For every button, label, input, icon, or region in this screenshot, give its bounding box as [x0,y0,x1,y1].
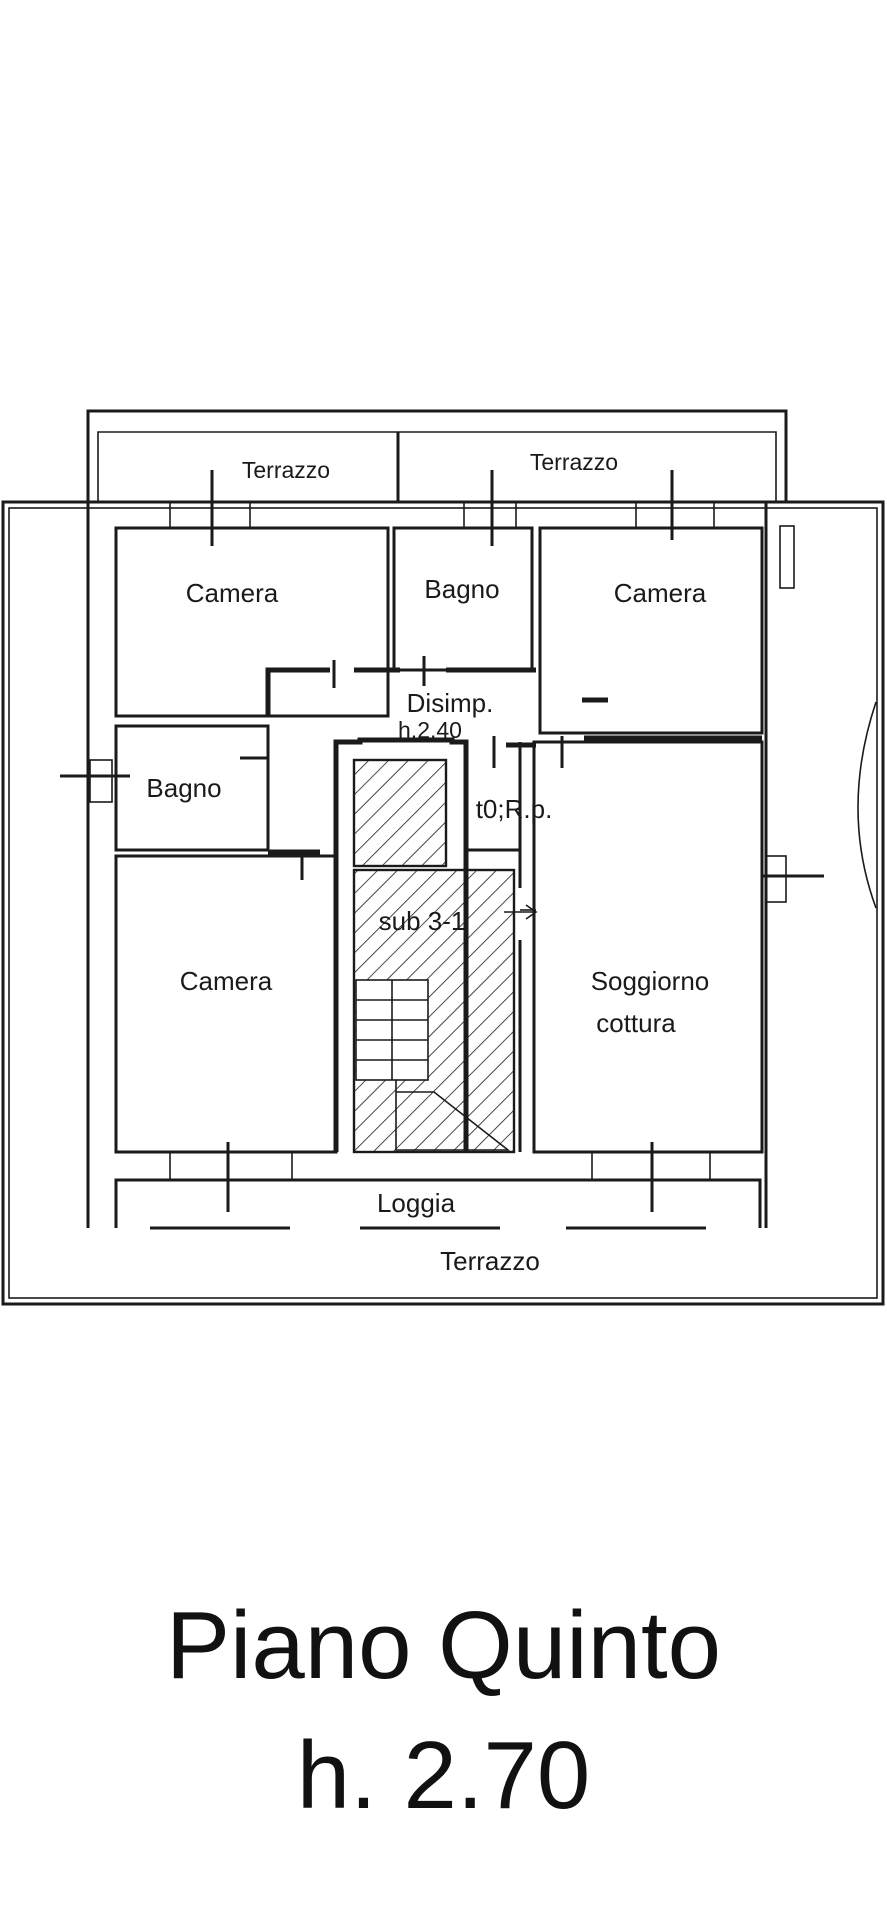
label-camera-top-right: Camera [614,578,707,608]
label-terrazzo-top-right: Terrazzo [530,449,618,475]
label-sub: sub 3-1 [379,906,466,936]
label-bagno-left: Bagno [146,773,221,803]
floor-title: Piano Quinto [165,1592,722,1699]
label-cottura: cottura [596,1008,676,1038]
label-terrazzo-top-left: Terrazzo [242,457,330,483]
label-rp: t0;R.p. [476,794,553,824]
label-camera-bottom-left: Camera [180,966,273,996]
interior-walls [86,502,768,1228]
label-bagno-top: Bagno [424,574,499,604]
label-disimp-height: h.2.40 [398,717,462,743]
label-camera-top-left: Camera [186,578,279,608]
label-disimp: Disimp. [407,688,494,718]
label-soggiorno: Soggiorno [591,966,710,996]
stair-hatch [352,758,516,1154]
floor-height: h. 2.70 [296,1722,591,1829]
openings [60,470,877,1230]
building-outline [1,409,885,1306]
label-terrazzo-bottom: Terrazzo [440,1246,540,1276]
label-loggia: Loggia [377,1188,456,1218]
